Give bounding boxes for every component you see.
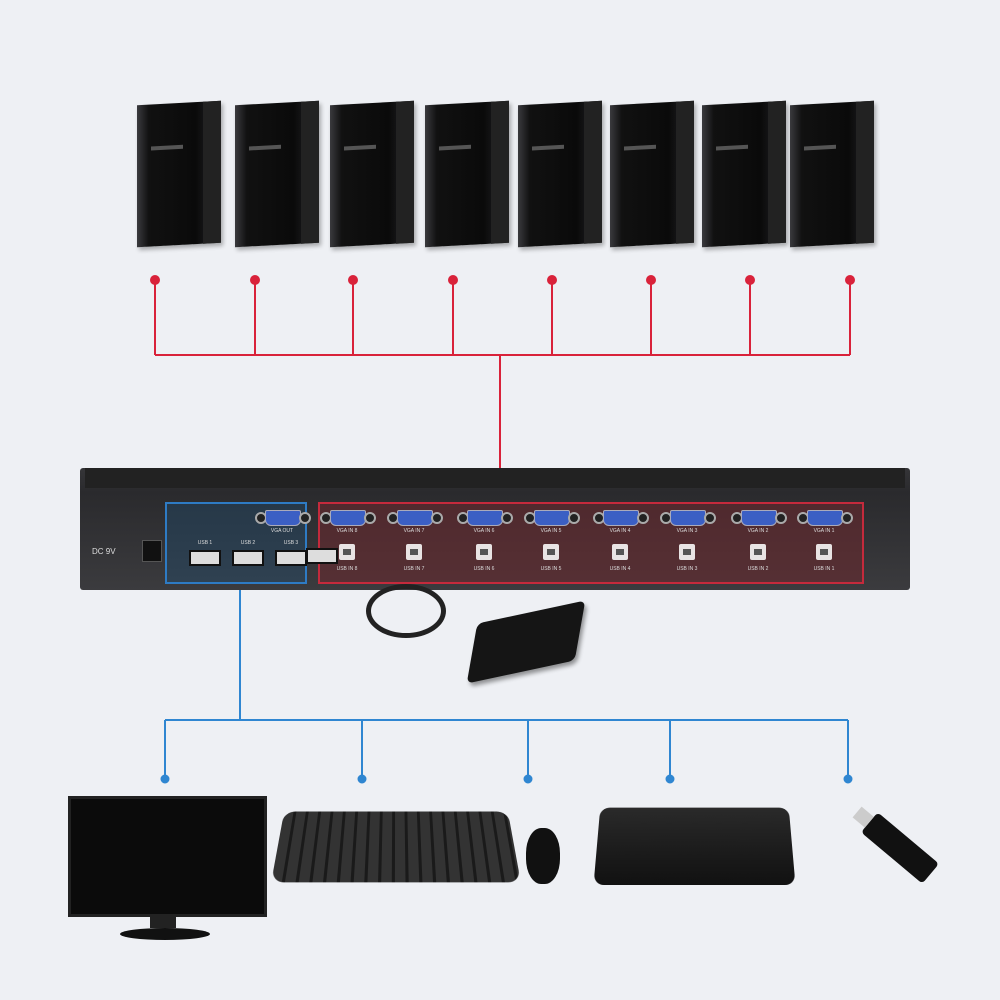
kvm-top-panel: [85, 468, 905, 488]
usb-port-label: USB 2: [233, 540, 263, 546]
vga-screw: [568, 512, 580, 524]
vga-port-label: VGA IN 2: [738, 528, 778, 534]
computer-tower: [137, 101, 221, 247]
vga-port: [603, 510, 639, 526]
vga-port-label: VGA IN 8: [327, 528, 367, 534]
monitor-stand: [150, 914, 176, 928]
keypad-usb-plug: [306, 548, 338, 564]
pc-connection-dot: [846, 276, 854, 284]
vga-screw: [299, 512, 311, 524]
computer-tower: [330, 101, 414, 247]
usb-in-label: USB IN 5: [531, 566, 571, 572]
usb-b-port: [406, 544, 422, 560]
peripheral-connection-dot: [667, 776, 674, 783]
pc-connection-dot: [746, 276, 754, 284]
peripheral-connection-dot: [845, 776, 852, 783]
keypad-cable: [366, 584, 446, 638]
computer-logo: [344, 145, 376, 151]
usb-port-label: USB 3: [276, 540, 306, 546]
printer: [594, 808, 796, 885]
vga-port-label: VGA IN 4: [600, 528, 640, 534]
vga-port: [534, 510, 570, 526]
usb-in-label: USB IN 3: [667, 566, 707, 572]
usb-in-label: USB IN 8: [327, 566, 367, 572]
computer-logo: [624, 145, 656, 151]
usb-a-port: [275, 550, 307, 566]
computer-logo: [151, 145, 183, 151]
power-label: DC 9V: [92, 547, 116, 556]
vga-screw: [501, 512, 513, 524]
pc-connection-dot: [449, 276, 457, 284]
computer-tower: [610, 101, 694, 247]
vga-screw: [431, 512, 443, 524]
usb-b-port: [543, 544, 559, 560]
pc-connection-dot: [548, 276, 556, 284]
vga-port: [807, 510, 843, 526]
vga-screw: [637, 512, 649, 524]
pc-connection-dot: [349, 276, 357, 284]
vga-port-label: VGA IN 3: [667, 528, 707, 534]
computer-tower: [790, 101, 874, 247]
vga-port: [330, 510, 366, 526]
computer-logo: [532, 145, 564, 151]
vga-screw: [775, 512, 787, 524]
vga-port: [397, 510, 433, 526]
computer-tower: [518, 101, 602, 247]
peripheral-connection-dot: [359, 776, 366, 783]
vga-port-label: VGA IN 1: [804, 528, 844, 534]
vga-port: [265, 510, 301, 526]
vga-screw: [704, 512, 716, 524]
usb-in-label: USB IN 2: [738, 566, 778, 572]
usb-a-port: [189, 550, 221, 566]
usb-in-label: USB IN 4: [600, 566, 640, 572]
vga-port: [467, 510, 503, 526]
vga-screw: [364, 512, 376, 524]
usb-b-port: [612, 544, 628, 560]
computer-logo: [804, 145, 836, 151]
computer-tower: [235, 101, 319, 247]
computer-logo: [249, 145, 281, 151]
usb-in-label: USB IN 6: [464, 566, 504, 572]
computer-logo: [439, 145, 471, 151]
computer-tower: [702, 101, 786, 247]
vga-port-label: VGA IN 7: [394, 528, 434, 534]
computer-logo: [716, 145, 748, 151]
peripheral-link-lines: [162, 582, 852, 783]
usb-b-port: [750, 544, 766, 560]
pc-connection-dot: [647, 276, 655, 284]
mouse: [526, 828, 560, 884]
usb-port-label: USB 1: [190, 540, 220, 546]
vga-port-label: VGA IN 5: [531, 528, 571, 534]
keyboard: [271, 811, 521, 882]
usb-in-label: USB IN 1: [804, 566, 844, 572]
usb-b-port: [679, 544, 695, 560]
usb-a-port: [232, 550, 264, 566]
peripheral-connection-dot: [162, 776, 169, 783]
usb-b-port: [816, 544, 832, 560]
vga-port-label: VGA IN 6: [464, 528, 504, 534]
computer-tower: [425, 101, 509, 247]
vga-screw: [841, 512, 853, 524]
pc-connection-dot: [151, 276, 159, 284]
pc-connection-dot: [251, 276, 259, 284]
vga-port-label: VGA OUT: [262, 528, 302, 534]
monitor: [68, 796, 267, 917]
usb-b-port: [339, 544, 355, 560]
peripheral-connection-dot: [525, 776, 532, 783]
usb-in-label: USB IN 7: [394, 566, 434, 572]
vga-port: [741, 510, 777, 526]
usb-b-port: [476, 544, 492, 560]
power-jack: [142, 540, 162, 562]
vga-port: [670, 510, 706, 526]
monitor-base: [120, 928, 210, 940]
